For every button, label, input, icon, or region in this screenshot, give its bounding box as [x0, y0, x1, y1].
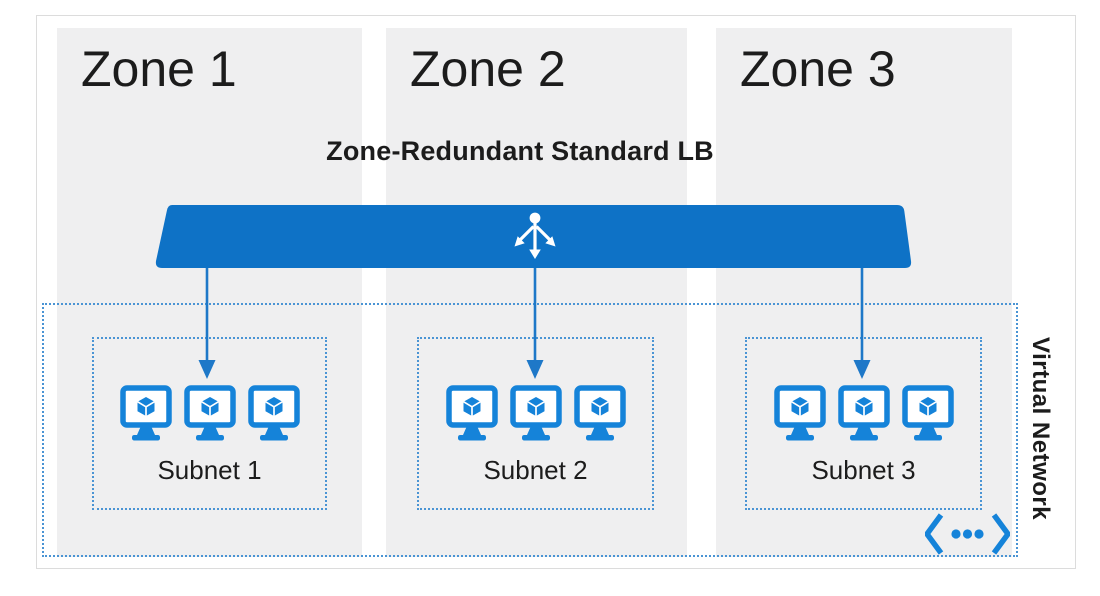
subnet-box-3: Subnet 3 [745, 337, 982, 510]
virtual-machine-icon [119, 385, 172, 441]
zone-label-1: Zone 1 [81, 41, 237, 97]
vm-row [119, 385, 300, 442]
virtual-machine-icon [773, 385, 826, 441]
virtual-machine-icon [573, 385, 626, 441]
load-balancer-title: Zone-Redundant Standard LB [326, 136, 714, 166]
zone-label-2: Zone 2 [410, 41, 566, 97]
subnet-box-1: Subnet 1 [92, 337, 327, 510]
virtual-machine-icon [837, 385, 890, 441]
vm-row [773, 385, 954, 442]
virtual-machine-icon [247, 385, 300, 441]
vm-row [445, 385, 626, 442]
virtual-machine-icon [901, 385, 954, 441]
virtual-network-label: Virtual Network [1027, 337, 1054, 521]
virtual-machine-icon [183, 385, 236, 441]
virtual-machine-icon [509, 385, 562, 441]
zone-band-3: Zone 3 [716, 28, 1012, 557]
subnet-label-2: Subnet 2 [483, 455, 588, 485]
virtual-network-boundary [42, 303, 1018, 557]
subnet-label-1: Subnet 1 [157, 455, 262, 485]
virtual-network-icon [925, 513, 1010, 555]
subnet-box-2: Subnet 2 [417, 337, 654, 510]
zone-label-3: Zone 3 [740, 41, 896, 97]
subnet-label-3: Subnet 3 [811, 455, 916, 485]
zone-band-1: Zone 1 [57, 28, 362, 557]
virtual-machine-icon [445, 385, 498, 441]
zone-band-2: Zone 2 [386, 28, 687, 557]
